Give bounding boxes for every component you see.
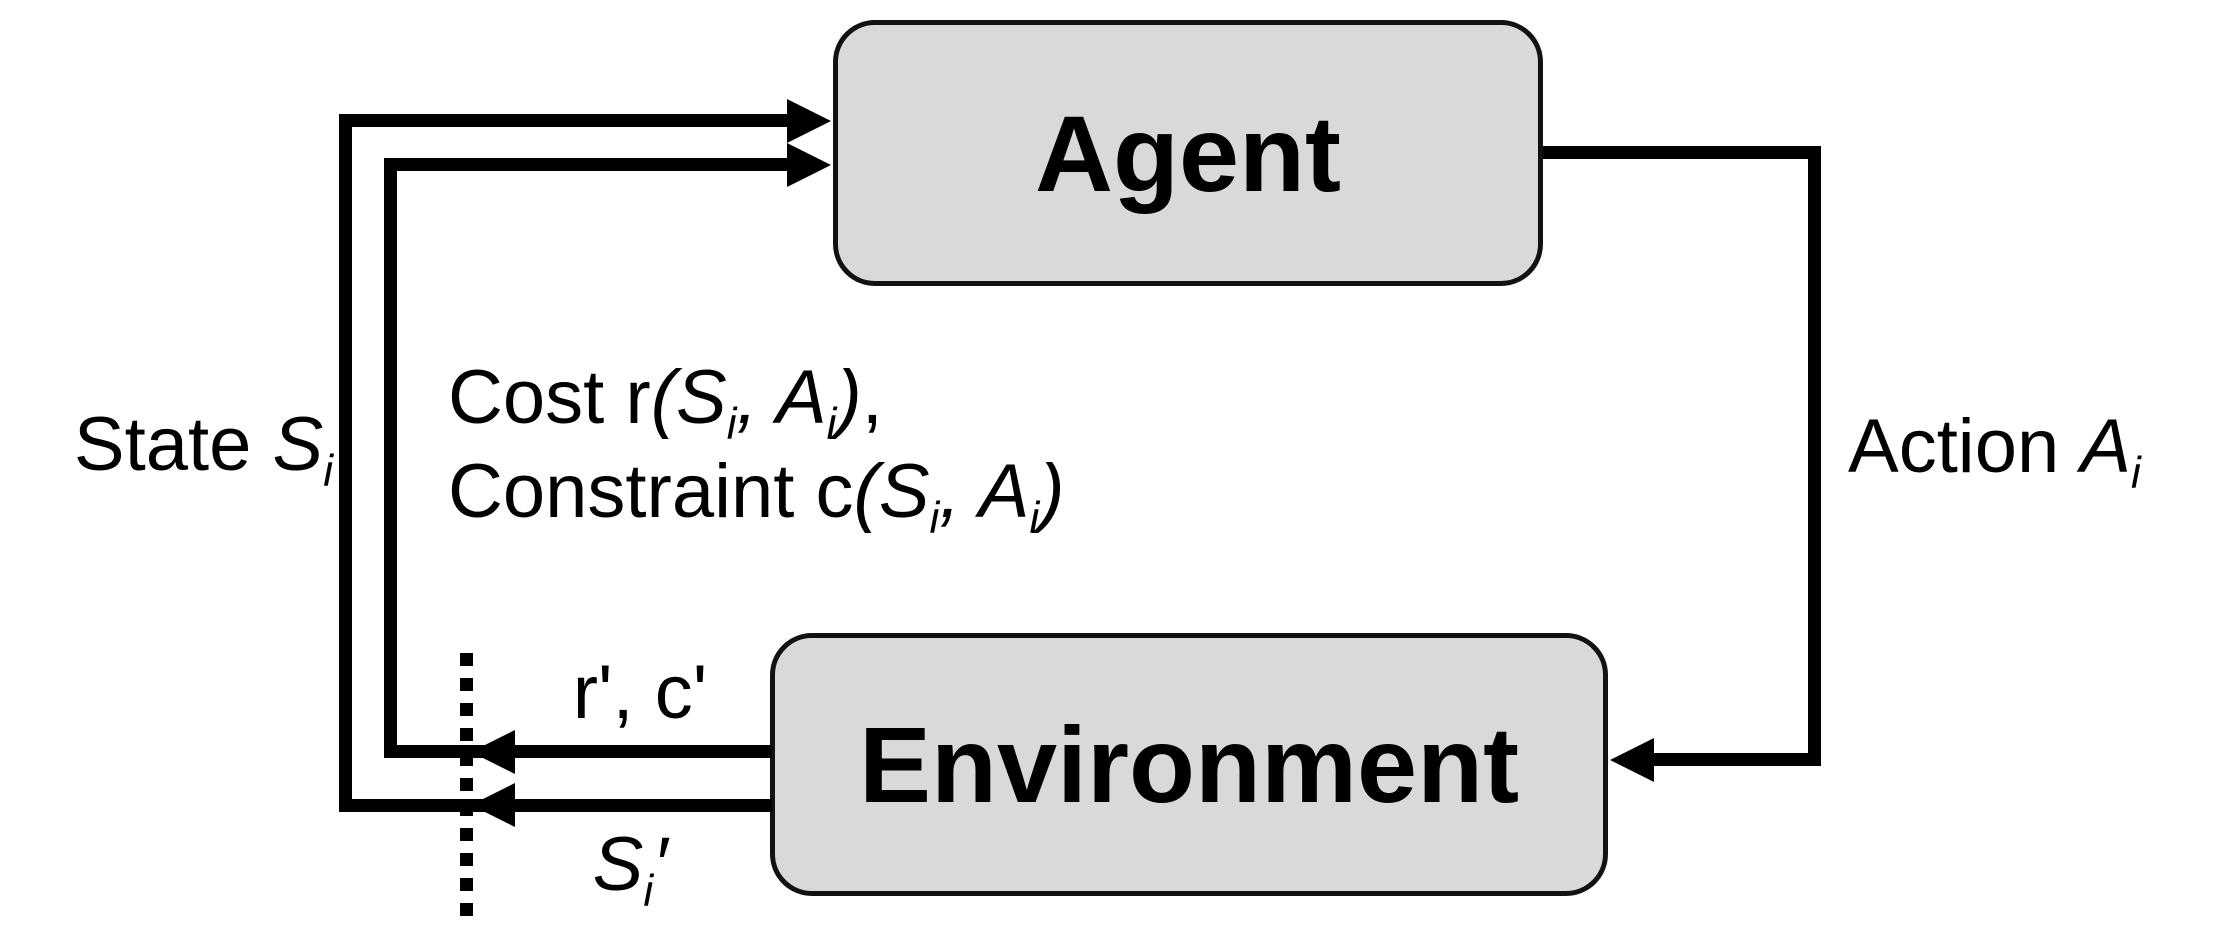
cost-label-line1: Cost r(Si, Ai), — [448, 355, 883, 450]
cost-label-line2: Constraint c(Si, Ai) — [448, 449, 1065, 544]
cost-loop-line-left — [384, 158, 397, 758]
agent-label: Agent — [1035, 92, 1341, 214]
state-arrowhead-into-agent — [787, 99, 831, 143]
state-feedback-label: Si′ — [530, 818, 730, 914]
next-state-prime: ′ — [653, 822, 668, 907]
next-state-symbol: S — [592, 822, 644, 907]
state-subscript: i — [323, 447, 333, 497]
state-label: State Si — [0, 398, 333, 494]
cost-arrowhead-at-boundary — [471, 730, 515, 774]
state-loop-line-top — [339, 114, 791, 127]
action-line-top — [1543, 146, 1821, 159]
next-state-subscript: i — [643, 867, 654, 917]
action-subscript: i — [2131, 449, 2141, 499]
reward-feedback-label: r', c' — [572, 650, 708, 735]
state-loop-line-bottom — [339, 799, 772, 812]
state-label-text: State — [73, 402, 273, 487]
action-line-bottom — [1652, 753, 1821, 766]
cost-label: Cost r(Si, Ai), Constraint c(Si, Ai) — [448, 351, 1065, 544]
environment-box: Environment — [770, 633, 1608, 896]
cost-loop-line-bottom — [384, 745, 772, 758]
action-arrowhead-into-environment — [1610, 738, 1654, 782]
action-line-right — [1808, 146, 1821, 766]
agent-box: Agent — [833, 20, 1543, 286]
cost-arrowhead-into-agent — [787, 143, 831, 187]
action-label-text: Action — [1848, 404, 2081, 489]
environment-label: Environment — [858, 704, 1520, 825]
action-label: Action Ai — [1848, 400, 2141, 496]
state-loop-line-left — [339, 114, 352, 812]
state-arrowhead-at-boundary — [471, 783, 515, 827]
action-symbol: A — [2080, 404, 2132, 489]
state-symbol: S — [272, 402, 324, 487]
time-step-boundary-dotted-line — [460, 653, 473, 928]
cost-loop-line-top — [384, 158, 791, 171]
